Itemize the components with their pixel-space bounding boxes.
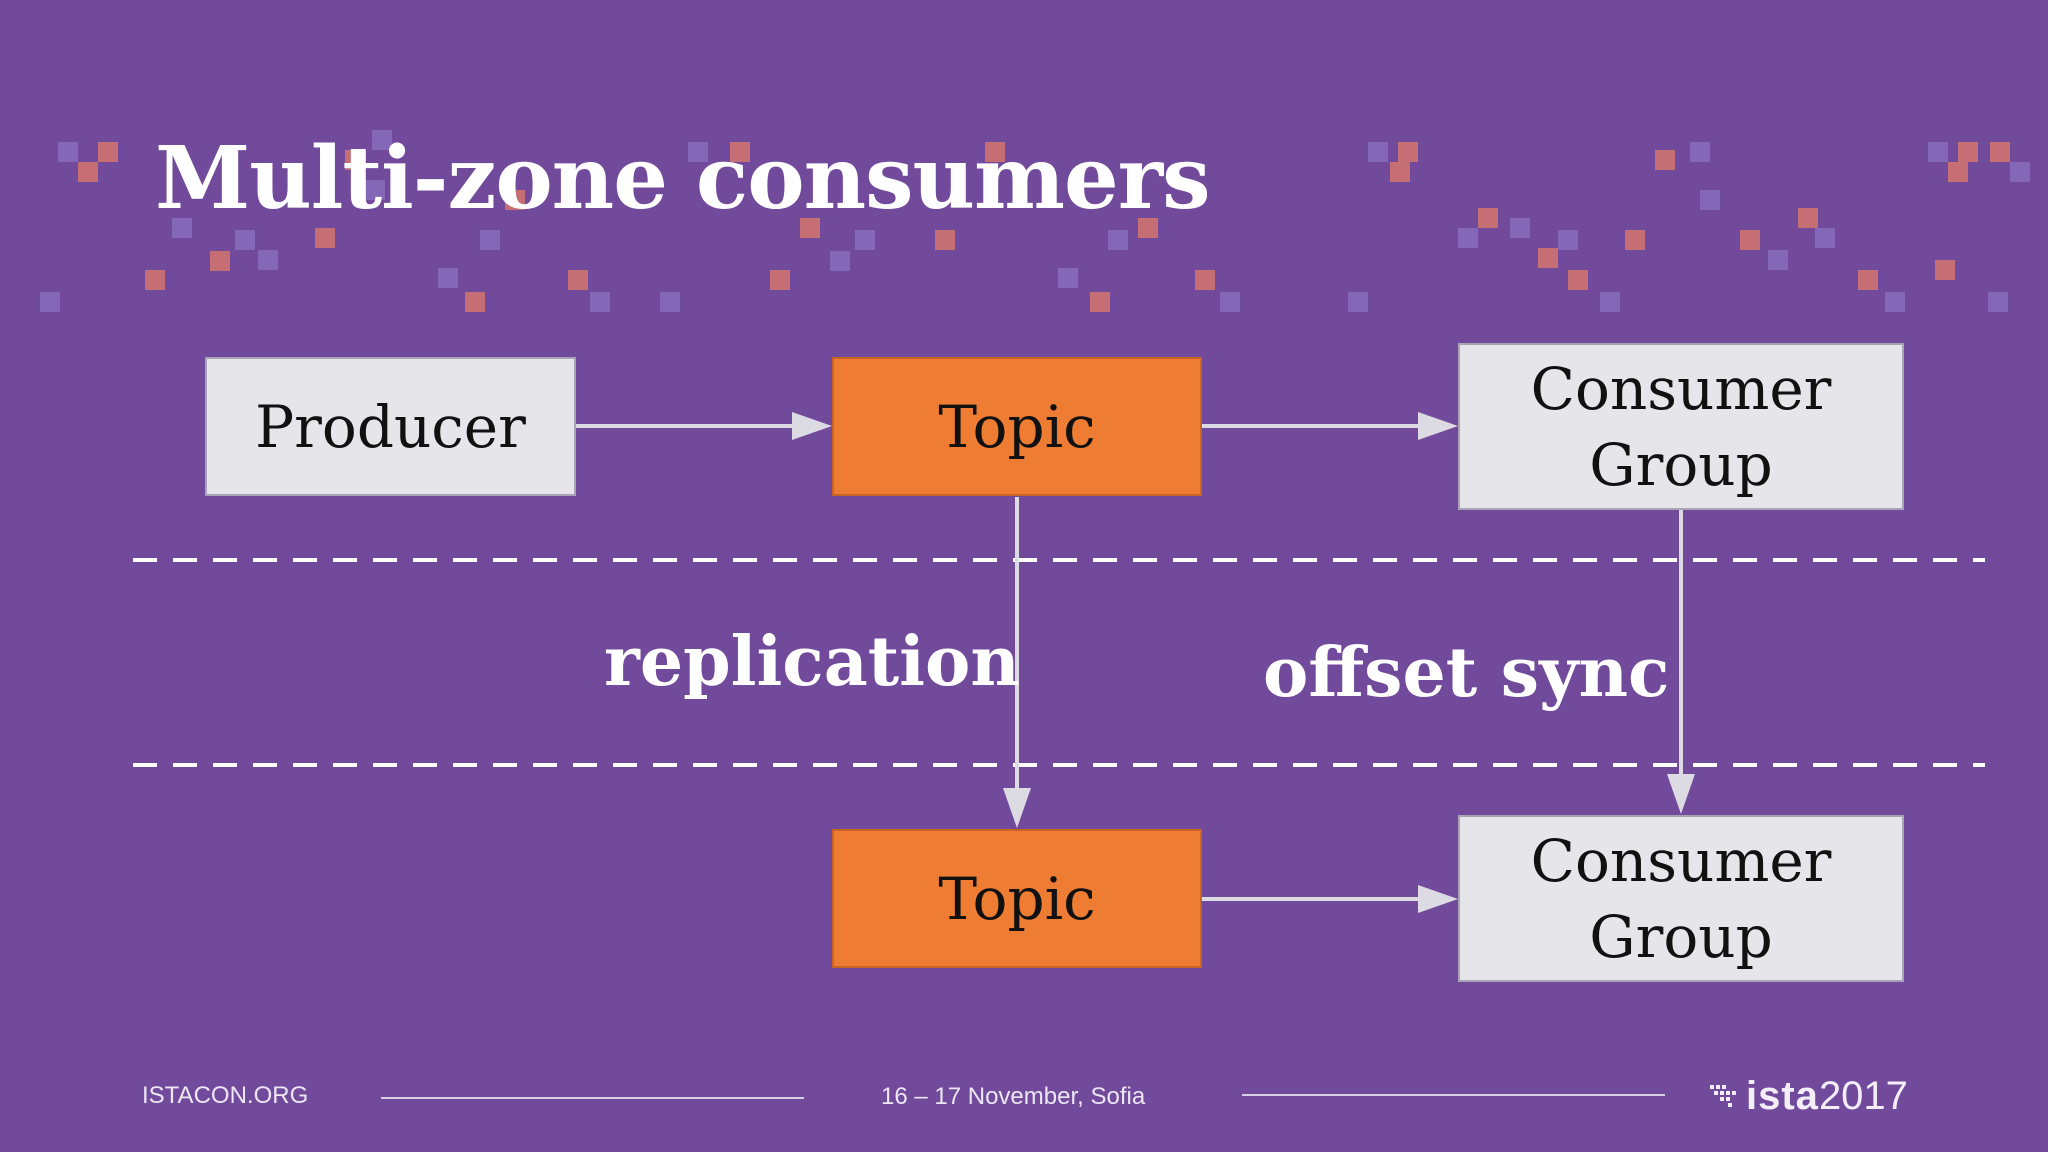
topic-box-bottom: Topic [832,829,1202,968]
decor-pixel [1558,230,1578,250]
decor-pixel [315,228,335,248]
arrowhead-topic-to-consumer-bottom [1418,885,1458,913]
decor-pixel [1568,270,1588,290]
producer-label: Producer [255,392,526,461]
consumer-group-box-bottom: Consumer Group [1458,815,1904,982]
decor-pixel [372,130,392,150]
decor-pixel [172,218,192,238]
decor-pixel [1138,218,1158,238]
decor-pixel [660,292,680,312]
logo-year: 2017 [1818,1074,1908,1118]
decor-pixel [1935,260,1955,280]
arrowhead-topic-to-consumer-top [1418,412,1458,440]
consumer-group-box-top: Consumer Group [1458,343,1904,510]
replication-label: replication [604,622,1020,702]
decor-pixel [935,230,955,250]
decor-pixel [98,142,118,162]
decor-pixel [568,270,588,290]
decor-pixel [1988,292,2008,312]
footer-website: ISTACON.ORG [142,1082,309,1109]
decor-pixel [465,292,485,312]
decor-pixel [210,251,230,271]
producer-box: Producer [205,357,576,496]
decor-pixel [985,142,1005,162]
decor-pixel [1368,142,1388,162]
arrowhead-replication [1003,788,1031,828]
decor-pixel [2010,162,2030,182]
decor-pixel [258,250,278,270]
decor-pixel [1885,292,1905,312]
decor-pixel [1948,162,1968,182]
decor-pixel [1600,292,1620,312]
decor-pixel [235,230,255,250]
decor-pixel [1740,230,1760,250]
logo-swoosh-icon [1710,1085,1736,1107]
decor-pixel [1798,208,1818,228]
decor-pixel [480,230,500,250]
decor-pixel [1348,292,1368,312]
decor-pixel [345,150,365,170]
decor-pixel [1625,230,1645,250]
arrowhead-producer-to-topic [792,412,832,440]
decor-pixel [1058,268,1078,288]
decor-pixel [1858,270,1878,290]
decor-pixel [1538,248,1558,268]
decor-pixel [1090,292,1110,312]
decor-pixel [365,180,385,200]
consumer-group-label-top: Consumer Group [1530,354,1832,499]
decor-pixel [590,292,610,312]
decor-pixel [78,162,98,182]
topic-label-bottom: Topic [938,864,1096,933]
decor-pixel [145,270,165,290]
decor-pixel [1390,162,1410,182]
decor-pixel [1815,228,1835,248]
decor-pixel [1928,142,1948,162]
arrowhead-offset-sync [1667,774,1695,814]
decor-pixel [1700,190,1720,210]
decor-pixel [40,292,60,312]
decor-pixel [1220,292,1240,312]
consumer-group-label-bottom: Consumer Group [1530,826,1832,971]
decor-pixel [1398,142,1418,162]
decor-pixel [770,270,790,290]
topic-box-top: Topic [832,357,1202,496]
decor-pixel [730,142,750,162]
decor-pixel [505,190,525,210]
decor-pixel [1990,142,2010,162]
decor-pixel [1458,228,1478,248]
decor-pixel [1195,270,1215,290]
decor-pixel [438,268,458,288]
decor-pixel [830,251,850,271]
decor-pixel [1958,142,1978,162]
decor-pixel [855,230,875,250]
decor-pixel [1108,230,1128,250]
decor-pixel [1478,208,1498,228]
decor-pixel [688,142,708,162]
footer-event-dates: 16 – 17 November, Sofia [881,1083,1146,1110]
offset-sync-label: offset sync [1263,633,1670,713]
decor-pixel [800,218,820,238]
decor-pixel [1510,218,1530,238]
slide-title: Multi-zone consumers [155,128,1210,229]
decor-pixel [1655,150,1675,170]
decor-pixel [1768,250,1788,270]
topic-label-top: Topic [938,392,1096,461]
decor-pixel [58,142,78,162]
decor-pixel [1690,142,1710,162]
logo-mark: ista [1746,1074,1819,1118]
